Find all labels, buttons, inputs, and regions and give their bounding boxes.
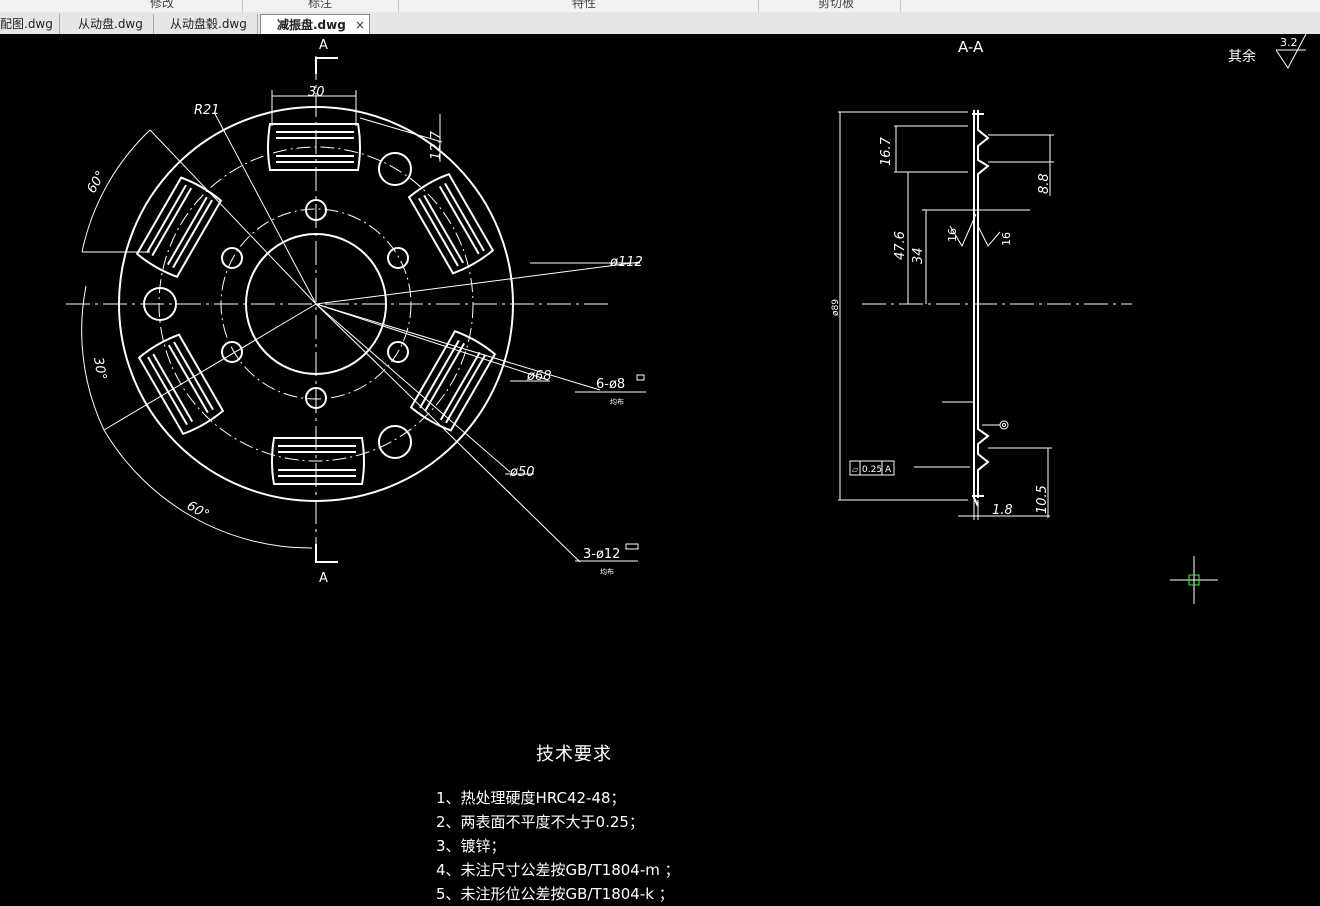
section-label-a: A <box>319 571 328 586</box>
hole-12 <box>378 152 412 186</box>
spring-windows <box>135 123 497 485</box>
list-item: 5、未注形位公差按GB/T1804-k ； <box>436 885 674 903</box>
dim-angle: 60° <box>84 169 109 196</box>
feature-control-frame <box>849 460 895 476</box>
angle-arc <box>81 129 151 253</box>
leader-d68 <box>315 303 549 381</box>
tab-peitu[interactable]: 配图.dwg <box>0 14 60 34</box>
dim-d50: ø50 <box>509 465 535 480</box>
tab-label: 从动盘.dwg <box>78 17 143 31</box>
dim-d68: ø68 <box>526 369 552 384</box>
tab-jianzhenpan[interactable]: 减振盘.dwg × <box>260 14 370 34</box>
tab-label: 从动盘毂.dwg <box>170 17 247 31</box>
section-view <box>838 33 1307 520</box>
hole-12 <box>378 425 412 459</box>
section-label-a: A <box>319 38 328 53</box>
dim-8-8: 8.8 <box>1037 173 1052 194</box>
roughness-symbol <box>1275 33 1307 69</box>
tab-congdongpangu[interactable]: 从动盘毂.dwg <box>156 14 258 34</box>
dim-1-8: 1.8 <box>992 503 1013 518</box>
spring-window <box>267 123 361 171</box>
leader-d50 <box>315 303 511 473</box>
flatness-symbol: ⏥ <box>852 465 859 474</box>
ribbon-group-properties[interactable]: 特性 <box>572 0 597 10</box>
dim-16: 16 <box>1000 232 1013 246</box>
hole-8 <box>305 199 327 221</box>
dim-r21: R21 <box>194 103 220 118</box>
leader-3holes <box>315 303 581 563</box>
angle-ray <box>149 129 317 305</box>
datum-ref: A <box>885 465 892 475</box>
roughness-value: 3.2 <box>1280 36 1298 49</box>
list-item: 1、热处理硬度HRC42-48； <box>436 789 626 807</box>
tech-requirements-title: 技术要求 <box>536 744 612 765</box>
leader-6holes <box>315 303 601 391</box>
plate-profile <box>973 110 979 507</box>
spring-window <box>271 437 365 485</box>
spring-window <box>135 176 223 279</box>
ribbon-group-clipboard[interactable]: 剪切板 <box>818 0 855 10</box>
ribbon-separator <box>398 0 399 12</box>
dim-10-5: 10.5 <box>1035 485 1050 514</box>
hole-8 <box>387 341 409 363</box>
leader-d112 <box>315 261 641 305</box>
tab-label: 减振盘.dwg <box>277 18 346 32</box>
section-cut-mark <box>315 57 338 74</box>
angle-arc <box>81 285 105 431</box>
dim-angle: 30° <box>90 356 109 381</box>
list-item: 2、两表面不平度不大于0.25； <box>436 813 644 831</box>
flatness-value: 0.25 <box>862 465 882 475</box>
dim-phi: ø89 <box>831 299 841 316</box>
list-item: 4、未注尺寸公差按GB/T1804-m ； <box>436 861 680 879</box>
dim-d112: ø112 <box>609 255 643 270</box>
tab-congdongpan[interactable]: 从动盘.dwg <box>64 14 154 34</box>
hole-8 <box>221 341 243 363</box>
dim-width: 30 <box>308 85 325 100</box>
dim-6holes: 6-ø8 <box>596 377 625 392</box>
dim-47-6: 47.6 <box>893 231 908 260</box>
hole-8 <box>305 387 327 409</box>
leader-r21 <box>213 111 317 305</box>
tech-requirements-list: 1、热处理硬度HRC42-48； 2、两表面不平度不大于0.25； 3、镀锌； … <box>436 786 680 906</box>
front-view-labels: A A 30 12.7 R21 60° 30° 60° ø112 ø68 ø50… <box>84 38 642 586</box>
hole-8 <box>387 247 409 269</box>
list-item: 3、镀锌； <box>436 837 506 855</box>
angle-ray <box>103 303 317 431</box>
ribbon-separator <box>242 0 243 12</box>
angle-arc <box>103 429 313 549</box>
ribbon-separator <box>900 0 901 12</box>
section-title: A-A <box>958 38 984 56</box>
spring-window <box>407 172 495 275</box>
close-icon[interactable]: × <box>354 18 365 32</box>
ribbon-group-annotate[interactable]: 标注 <box>308 0 333 10</box>
dim-3holes: 3-ø12 <box>583 547 620 562</box>
ribbon-group-modify[interactable]: 修改 <box>150 0 175 10</box>
crosshair-cursor <box>1170 556 1218 604</box>
hole-12 <box>143 287 177 321</box>
ribbon-separator <box>758 0 759 12</box>
dim-16-7: 16.7 <box>879 136 894 166</box>
file-tab-bar: 配图.dwg 从动盘.dwg 从动盘毂.dwg 减振盘.dwg × <box>0 12 1320 35</box>
section-cut-mark <box>315 544 338 563</box>
roughness-label: 其余 <box>1228 48 1256 65</box>
dim-angle: 60° <box>184 498 211 523</box>
tab-label: 配图.dwg <box>0 17 53 31</box>
dim-34: 34 <box>911 247 926 264</box>
dim-6holes-note: 均布 <box>610 397 624 406</box>
section-view-labels: A-A 16.7 8.8 47.6 34 16 16 ø89 1.8 10.5 … <box>831 36 1298 518</box>
spring-window <box>137 333 225 436</box>
dim-slot: 12.7 <box>429 130 444 160</box>
cad-drawing: A A 30 12.7 R21 60° 30° 60° ø112 ø68 ø50… <box>66 33 1307 604</box>
dim-3holes-note: 均布 <box>600 567 614 576</box>
drawing-canvas[interactable]: A A 30 12.7 R21 60° 30° 60° ø112 ø68 ø50… <box>0 33 1320 903</box>
front-view <box>66 56 646 563</box>
dim-16: 16 <box>946 228 959 242</box>
hole-8 <box>221 247 243 269</box>
